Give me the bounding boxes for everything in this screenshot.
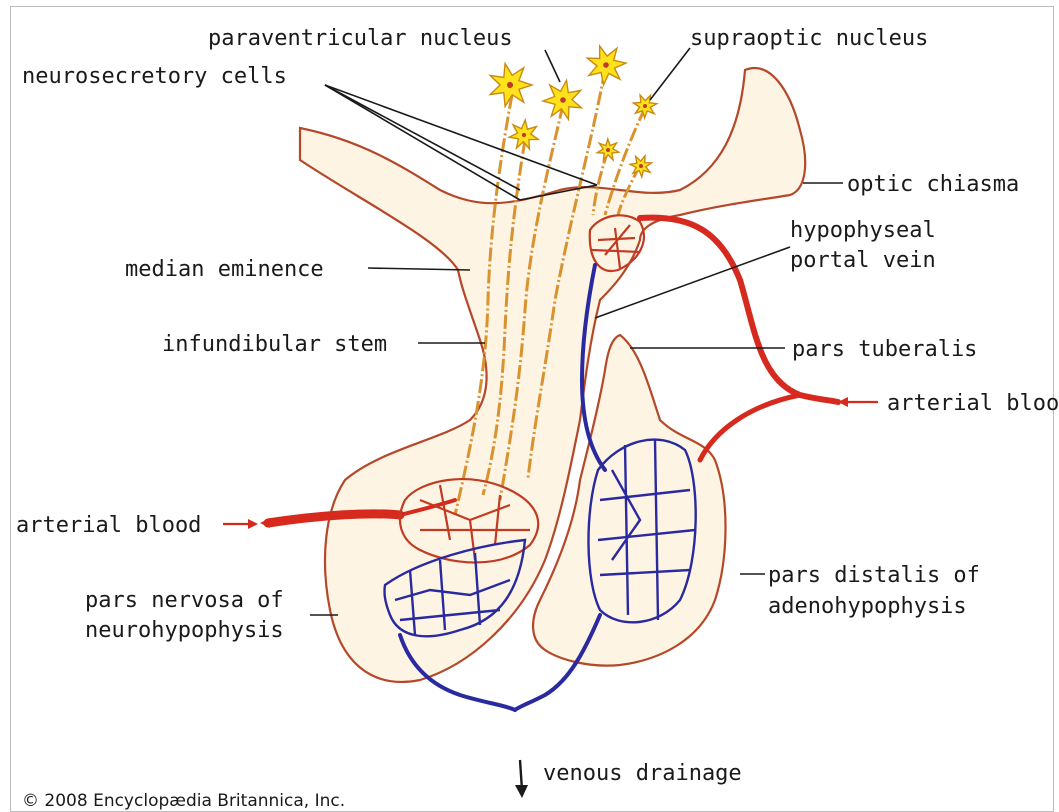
right-arterial-arrowhead bbox=[838, 397, 848, 407]
neuron-nucleus bbox=[639, 164, 643, 168]
label-pars-distalis: pars distalis of bbox=[768, 563, 980, 588]
label-infundibular-stem: infundibular stem bbox=[162, 332, 387, 357]
label-optic-chiasma: optic chiasma bbox=[847, 172, 1019, 197]
left-arrow-stub bbox=[260, 518, 270, 528]
neuron-nucleus bbox=[643, 104, 647, 108]
label-supraoptic-nucleus: supraoptic nucleus bbox=[690, 26, 928, 51]
neuron-nucleus bbox=[522, 133, 526, 137]
neuron-nucleus bbox=[603, 62, 609, 68]
inferior-hypophyseal-artery bbox=[700, 395, 800, 460]
label-pars-nervosa: pars nervosa of bbox=[85, 588, 284, 613]
label-pars-tuberalis: pars tuberalis bbox=[792, 337, 977, 362]
label-venous-drainage: venous drainage bbox=[543, 761, 742, 786]
label-neurohypophysis: neurohypophysis bbox=[85, 618, 284, 643]
left-arterial-arrowhead bbox=[248, 519, 258, 529]
copyright-credit: © 2008 Encyclopædia Britannica, Inc. bbox=[22, 791, 345, 811]
label-arterial-blood-right: arterial blood bbox=[887, 391, 1059, 416]
neuron-nucleus bbox=[606, 148, 610, 152]
superior-hypophyseal-artery bbox=[640, 218, 838, 402]
label-portal-vein: portal vein bbox=[790, 248, 936, 273]
neuron-nucleus bbox=[560, 97, 566, 103]
label-paraventricular-nucleus: paraventricular nucleus bbox=[208, 26, 513, 51]
venous-drainage-arrowhead bbox=[515, 785, 528, 798]
label-hypophyseal: hypophyseal bbox=[790, 218, 936, 243]
neuron-nucleus bbox=[507, 82, 513, 88]
label-adenohypophysis: adenohypophysis bbox=[768, 594, 967, 619]
label-neurosecretory-cells: neurosecretory cells bbox=[22, 64, 287, 89]
label-arterial-blood-left: arterial blood bbox=[16, 513, 201, 538]
neuron-cell-bodies bbox=[490, 46, 657, 177]
label-median-eminence: median eminence bbox=[125, 257, 324, 282]
